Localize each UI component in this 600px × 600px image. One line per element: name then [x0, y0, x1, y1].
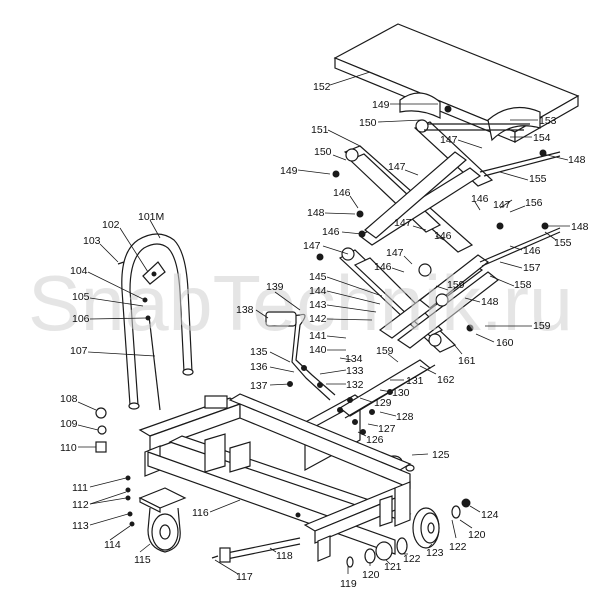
callout-122: 122: [449, 541, 467, 553]
callout-150: 150: [314, 146, 332, 158]
callout-103: 103: [83, 235, 101, 247]
callout-147: 147: [493, 199, 511, 211]
callout-148: 148: [571, 221, 589, 233]
callout-110: 110: [60, 442, 77, 454]
callout-112: 112: [72, 499, 89, 511]
callout-111: 111: [72, 482, 88, 494]
callout-156: 156: [525, 197, 543, 209]
callout-147: 147: [388, 161, 406, 173]
callout-146: 146: [523, 245, 541, 257]
callout-150: 150: [359, 117, 377, 129]
callout-109: 109: [60, 418, 78, 430]
callout-113: 113: [72, 520, 89, 532]
callout-161: 161: [458, 355, 476, 367]
base-frame: [138, 393, 412, 562]
callout-130: 130: [392, 387, 410, 399]
callout-134: 134: [345, 353, 363, 365]
callout-117: 117: [236, 571, 253, 583]
callout-136: 136: [250, 361, 268, 373]
callout-108: 108: [60, 393, 78, 405]
callout-125: 125: [432, 449, 450, 461]
callout-145: 145: [309, 271, 327, 283]
callout-121: 121: [384, 561, 402, 573]
callout-147: 147: [394, 217, 412, 229]
callout-147: 147: [440, 134, 458, 146]
axle-and-fasteners: [95, 389, 408, 568]
callout-155: 155: [554, 237, 572, 249]
callout-120: 120: [362, 569, 380, 581]
callout-132: 132: [346, 379, 364, 391]
callout-157: 157: [523, 262, 541, 274]
push-handle: [117, 233, 194, 411]
callout-102: 102: [102, 219, 120, 231]
callout-131: 131: [406, 375, 424, 387]
callout-159: 159: [533, 320, 551, 332]
callout-114: 114: [104, 539, 121, 551]
callout-126: 126: [366, 434, 384, 446]
callout-143: 143: [309, 299, 327, 311]
callout-160: 160: [496, 337, 514, 349]
callout-147: 147: [386, 247, 404, 259]
callout-140: 140: [309, 344, 327, 356]
callout-159: 159: [376, 345, 394, 357]
callout-115: 115: [134, 554, 151, 566]
callout-162: 162: [437, 374, 455, 386]
callout-106: 106: [72, 313, 90, 325]
callout-labels: 152 149 153 150 151 147 154 150 149 147 …: [60, 71, 589, 590]
callout-137: 137: [250, 380, 268, 392]
callout-146: 146: [471, 193, 489, 205]
callout-146: 146: [322, 226, 340, 238]
callout-128: 128: [396, 411, 414, 423]
callout-151: 151: [311, 124, 329, 136]
callout-148: 148: [568, 154, 586, 166]
callout-148: 148: [307, 207, 325, 219]
caster-wheel: [138, 487, 187, 553]
callout-119: 119: [340, 578, 357, 590]
callout-146: 146: [434, 230, 452, 242]
scissor-lift-arms: [316, 105, 561, 353]
callout-152: 152: [313, 81, 331, 93]
callout-158: 158: [514, 279, 532, 291]
callout-105: 105: [72, 291, 90, 303]
callout-104: 104: [70, 265, 88, 277]
callout-116: 116: [192, 507, 209, 519]
callout-118: 118: [276, 550, 293, 562]
callout-107: 107: [70, 345, 88, 357]
callout-154: 154: [533, 132, 551, 144]
callout-141: 141: [309, 330, 327, 342]
callout-149: 149: [280, 165, 298, 177]
callout-149: 149: [372, 99, 390, 111]
callout-144: 144: [309, 285, 327, 297]
callout-135: 135: [250, 346, 268, 358]
callout-122: 122: [403, 553, 421, 565]
foot-pedal-lever: [265, 311, 336, 401]
callout-155: 155: [529, 173, 547, 185]
callout-138: 138: [236, 304, 254, 316]
callout-159: 159: [447, 279, 465, 291]
callout-142: 142: [309, 313, 327, 325]
callout-153: 153: [539, 115, 557, 127]
callout-147: 147: [303, 240, 321, 252]
rear-wheel: [412, 498, 471, 549]
callout-101M: 101M: [138, 211, 164, 223]
callout-124: 124: [481, 509, 499, 521]
callout-148: 148: [481, 296, 499, 308]
callout-139: 139: [266, 281, 284, 293]
callout-146: 146: [374, 261, 392, 273]
callout-146: 146: [333, 187, 351, 199]
callout-120: 120: [468, 529, 486, 541]
callout-123: 123: [426, 547, 444, 559]
watermark-text: SnabTechnik.ru: [28, 259, 573, 347]
callout-129: 129: [374, 397, 392, 409]
callout-127: 127: [378, 423, 396, 435]
callout-133: 133: [346, 365, 364, 377]
